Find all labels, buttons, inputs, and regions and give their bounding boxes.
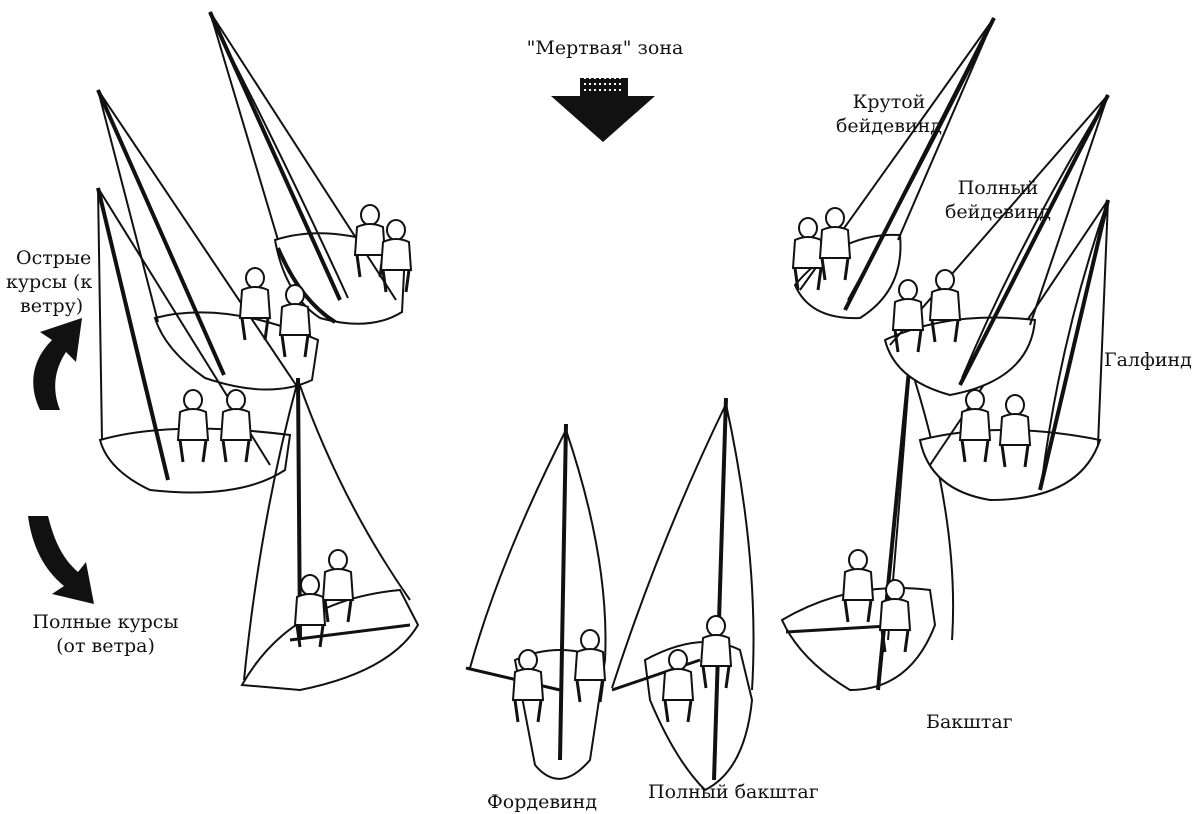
close-hauled-line-2: бейдевинд <box>833 114 945 138</box>
sailboat-icon <box>782 360 953 690</box>
curved-arrow-up-icon <box>33 318 82 410</box>
beam-reach-label: Галфинд <box>1104 348 1192 372</box>
sailboat-icon <box>612 398 754 790</box>
broad-reach-label: Бакштаг <box>926 710 1013 734</box>
full-courses-label: Полные курсы (от ветра) <box>18 610 193 658</box>
full-hauled-line-2: бейдевинд <box>942 200 1054 224</box>
sailboat-icon <box>210 12 411 324</box>
sailboat-icon <box>793 18 994 318</box>
full-hauled-line-1: Полный <box>942 176 1054 200</box>
full-hauled-label: Полный бейдевинд <box>942 176 1054 224</box>
wind-arrow-icon <box>551 72 655 142</box>
close-courses-line-2: курсы (к <box>6 270 92 294</box>
sailboat-icon <box>242 378 418 690</box>
dead-zone-label: "Мертвая" зона <box>520 36 690 60</box>
close-courses-label: Острые курсы (к ветру) <box>6 246 92 318</box>
sailboat-icon <box>466 424 606 779</box>
close-courses-line-3: ветру) <box>6 294 92 318</box>
close-hauled-line-1: Крутой <box>833 90 945 114</box>
full-courses-line-1: Полные курсы <box>18 610 193 634</box>
close-courses-line-1: Острые <box>6 246 92 270</box>
curved-arrow-down-icon <box>28 516 94 604</box>
full-courses-line-2: (от ветра) <box>18 634 193 658</box>
full-broad-reach-label: Полный бакштаг <box>648 780 819 804</box>
running-label: Фордевинд <box>487 790 597 814</box>
close-hauled-label: Крутой бейдевинд <box>833 90 945 138</box>
